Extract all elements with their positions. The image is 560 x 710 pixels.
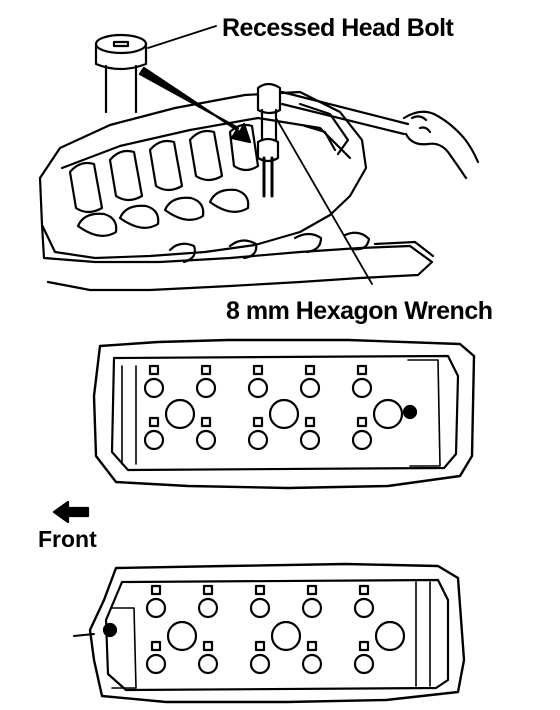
valve-bore bbox=[143, 377, 165, 399]
valve-bore bbox=[195, 377, 217, 399]
bolt-hole bbox=[254, 640, 266, 652]
cylinder-head-perspective bbox=[38, 90, 435, 292]
valve-bore bbox=[249, 597, 271, 619]
bolt-hole bbox=[356, 364, 368, 376]
valve-bore bbox=[299, 429, 321, 451]
spark-plug-bore bbox=[374, 620, 406, 652]
spark-plug-bore bbox=[372, 398, 404, 430]
bolt-hole bbox=[304, 364, 316, 376]
hexagon-wrench-label: 8 mm Hexagon Wrench bbox=[226, 297, 493, 325]
spark-plug-bore bbox=[164, 398, 196, 430]
bolt-hole bbox=[150, 584, 162, 596]
bolt-hole bbox=[306, 584, 318, 596]
bolt-hole bbox=[306, 640, 318, 652]
spark-plug-bore bbox=[270, 620, 302, 652]
valve-bore bbox=[145, 597, 167, 619]
valve-bore bbox=[353, 653, 375, 675]
arrow-left-icon bbox=[52, 500, 90, 524]
valve-bore bbox=[195, 429, 217, 451]
bolt-hole bbox=[356, 416, 368, 428]
bolt-hole bbox=[148, 364, 160, 376]
valve-bore bbox=[301, 597, 323, 619]
valve-bore bbox=[197, 597, 219, 619]
cylinder-head-plan-lower bbox=[73, 562, 466, 704]
bolt-hole bbox=[254, 584, 266, 596]
bolt-hole bbox=[252, 416, 264, 428]
spark-plug-bore bbox=[268, 398, 300, 430]
valve-bore bbox=[353, 597, 375, 619]
valve-bore bbox=[351, 429, 373, 451]
bolt-hole bbox=[150, 640, 162, 652]
bolt-hole bbox=[304, 416, 316, 428]
valve-bore bbox=[301, 653, 323, 675]
valve-bore bbox=[197, 653, 219, 675]
valve-bore bbox=[143, 429, 165, 451]
valve-bore bbox=[247, 377, 269, 399]
bolt-hole bbox=[358, 640, 370, 652]
bolt-hole bbox=[202, 640, 214, 652]
bolt-hole bbox=[200, 416, 212, 428]
valve-bore bbox=[351, 377, 373, 399]
spark-plug-bore bbox=[166, 620, 198, 652]
bolt-hole bbox=[358, 584, 370, 596]
valve-bore bbox=[247, 429, 269, 451]
recessed-head-bolt bbox=[94, 25, 217, 114]
recessed-head-bolt-label: Recessed Head Bolt bbox=[222, 14, 454, 42]
bolt-hole bbox=[252, 364, 264, 376]
hexagon-wrench bbox=[256, 82, 480, 285]
valve-bore bbox=[299, 377, 321, 399]
bolt-hole bbox=[148, 416, 160, 428]
bolt-location-arrow bbox=[138, 66, 252, 144]
valve-bore bbox=[145, 653, 167, 675]
cylinder-head-plan-upper bbox=[92, 338, 476, 490]
bolt-hole bbox=[200, 364, 212, 376]
front-direction-label: Front bbox=[38, 526, 97, 552]
valve-bore bbox=[249, 653, 271, 675]
bolt-hole bbox=[202, 584, 214, 596]
